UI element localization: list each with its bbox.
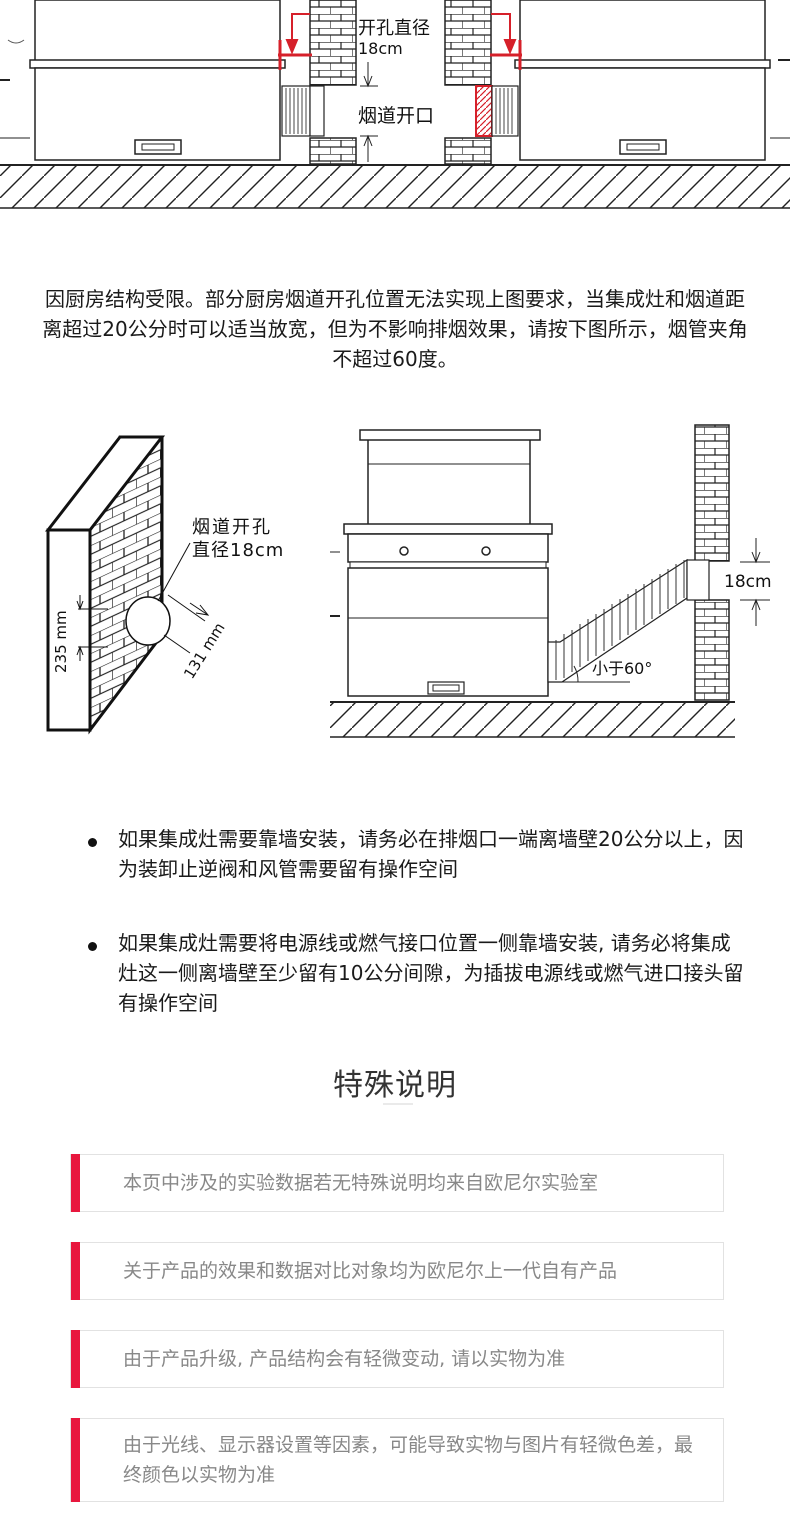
hole-label-2: 直径18cm <box>192 540 284 561</box>
note-accent-bar <box>71 1154 80 1212</box>
left-duct <box>281 85 325 137</box>
bullet-text: 如果集成灶需要将电源线或燃气接口位置一侧靠墙安装, 请务必将集成灶这一侧离墙壁至… <box>118 931 744 1015</box>
flue-opening-label: 烟道开口 <box>358 105 434 127</box>
angled-duct <box>547 558 710 683</box>
right-stove-cabinet <box>514 0 790 161</box>
right-duct <box>475 85 519 137</box>
bullet-dot <box>88 942 97 951</box>
left-brick-column <box>309 0 357 86</box>
integrated-stove <box>330 429 553 697</box>
note-item: 由于产品升级, 产品结构会有轻微变动, 请以实物为准 <box>70 1330 724 1388</box>
note-text: 本页中涉及的实验数据若无特殊说明均来自欧尼尔实验室 <box>123 1172 599 1194</box>
note-accent-bar <box>71 1242 80 1300</box>
bullet-text: 如果集成灶需要靠墙安装，请务必在排烟口一端离墙壁20公分以上，因为装卸止逆阀和风… <box>118 827 744 881</box>
pipe-dim-label: 18cm <box>724 572 772 592</box>
note-accent-bar <box>71 1418 80 1502</box>
bullet-side-clearance: 如果集成灶需要将电源线或燃气接口位置一侧靠墙安装, 请务必将集成灶这一侧离墙壁至… <box>88 928 748 1020</box>
note-item: 本页中涉及的实验数据若无特殊说明均来自欧尼尔实验室 <box>70 1154 724 1212</box>
angle-label: 小于60° <box>592 659 652 678</box>
note-item: 关于产品的效果和数据对比对象均为欧尼尔上一代自有产品 <box>70 1242 724 1300</box>
flue-hole <box>125 596 171 646</box>
top-diameter-label-1: 开孔直径 <box>358 18 430 39</box>
intro-paragraph: 因厨房结构受限。部分厨房烟道开孔位置无法实现上图要求，当集成灶和烟道距离超过20… <box>42 287 748 371</box>
top-diameter-label-2: 18cm <box>358 39 403 58</box>
top-flue-diagram: 开孔直径 18cm 烟道开口 <box>0 0 790 209</box>
title-divider <box>383 1103 413 1105</box>
note-text: 关于产品的效果和数据对比对象均为欧尼尔上一代自有产品 <box>123 1260 618 1282</box>
special-notes-title: 特殊说明 <box>333 1068 457 1103</box>
note-item: 由于光线、显示器设置等因素，可能导致实物与图片有轻微色差，最终颜色以实物为准 <box>70 1418 724 1502</box>
right-brick-wall <box>694 424 730 562</box>
install-angle-diagram: 18cm 小于60° <box>330 424 772 738</box>
note-text: 由于产品升级, 产品结构会有轻微变动, 请以实物为准 <box>123 1348 566 1370</box>
right-brick-column <box>444 0 492 86</box>
wall-height-dim: 235 mm <box>52 610 70 673</box>
bullet-dot <box>88 838 97 847</box>
note-accent-bar <box>71 1330 80 1388</box>
wall-hole-diagram: 235 mm 131 mm 烟道开孔 直径18cm <box>44 435 284 735</box>
left-stove-cabinet <box>0 0 286 161</box>
hole-label-1: 烟道开孔 <box>192 517 272 538</box>
bullet-wall-clearance: 如果集成灶需要靠墙安装，请务必在排烟口一端离墙壁20公分以上，因为装卸止逆阀和风… <box>88 824 748 886</box>
distance-markers <box>278 13 522 70</box>
note-text: 由于光线、显示器设置等因素，可能导致实物与图片有轻微色差，最终颜色以实物为准 <box>123 1434 694 1486</box>
